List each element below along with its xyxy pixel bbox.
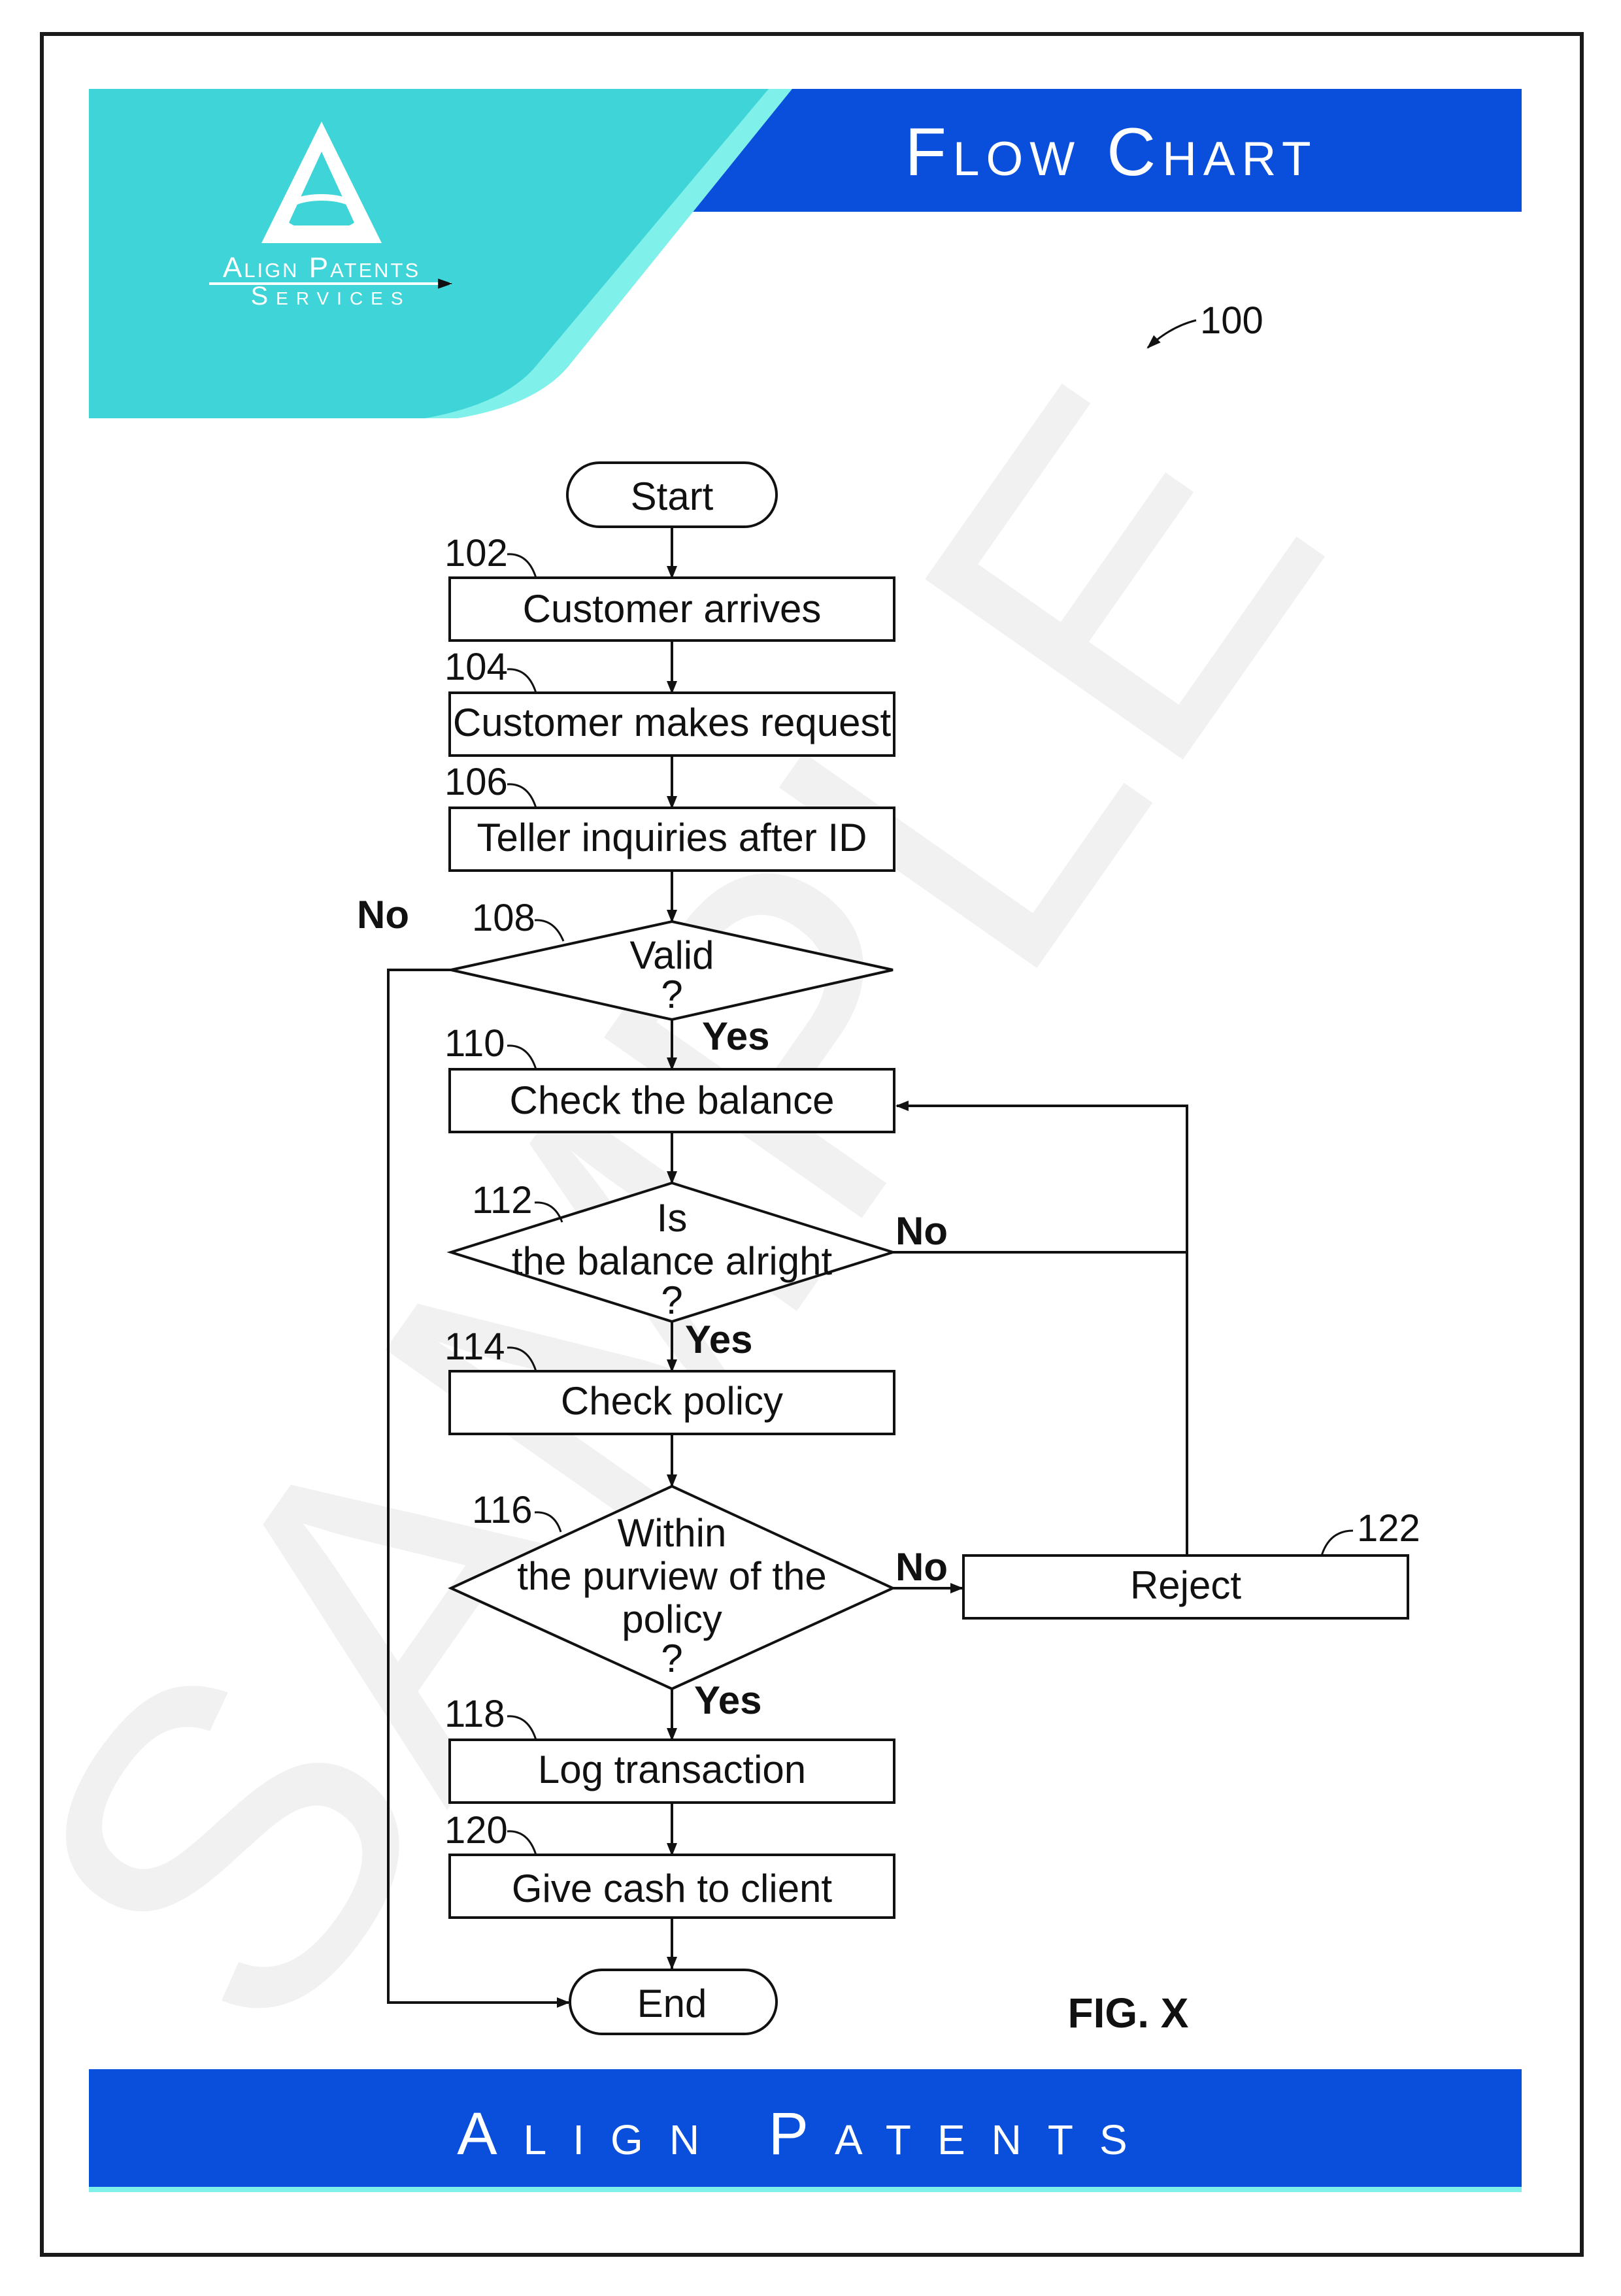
footer-teal-strip xyxy=(89,2187,1522,2192)
node-label: Log transaction xyxy=(538,1748,806,1791)
ref-label: 108 xyxy=(472,897,535,939)
process-shape xyxy=(448,576,895,642)
logo-line-2: Services xyxy=(250,282,410,310)
node-112: Is the balance alright ? 112 xyxy=(446,1179,897,1323)
ref-leader xyxy=(534,1511,562,1533)
node-118: Log transaction 118 xyxy=(444,1693,895,1804)
node-label: Customer arrives xyxy=(523,587,822,631)
ref-label: 120 xyxy=(444,1809,508,1852)
process-shape xyxy=(448,691,895,757)
node-label: End xyxy=(637,1982,707,2025)
terminal-shape xyxy=(566,461,778,528)
node-116: Within the purview of the policy ? 116 xyxy=(448,1484,896,1691)
branch-label-108-no: No xyxy=(357,893,409,937)
ref-leader xyxy=(534,1201,563,1223)
process-shape xyxy=(962,1554,1409,1620)
ref-label: 102 xyxy=(444,532,508,574)
node-label-line-2: ? xyxy=(661,973,682,1016)
flow-edges xyxy=(387,527,1188,2008)
node-114: Check policy 114 xyxy=(444,1325,895,1435)
node-104: Customer makes request 104 xyxy=(444,646,895,757)
process-shape xyxy=(448,1739,895,1804)
ref-leader xyxy=(507,668,537,693)
terminal-shape xyxy=(569,1969,778,2035)
node-label-line-2: the balance alright xyxy=(512,1239,833,1283)
process-shape xyxy=(448,1854,895,1919)
node-label-line-1: Valid xyxy=(630,933,714,977)
logo-triangle-cutout xyxy=(288,152,356,225)
branch-label-108-yes: Yes xyxy=(702,1014,769,1058)
node-106: Teller inquiries after ID 106 xyxy=(444,761,895,872)
ref-leader xyxy=(507,1830,537,1855)
ref-label: 106 xyxy=(444,761,508,803)
page-frame xyxy=(40,32,1584,2257)
ref-label: 114 xyxy=(444,1325,505,1368)
node-label: Start xyxy=(631,474,714,518)
branch-label-116-no: No xyxy=(895,1545,948,1589)
node-108: Valid ? 108 xyxy=(450,897,894,1022)
edge-112-110 xyxy=(893,1101,1188,1254)
footer-title: Align Patents xyxy=(457,2101,1153,2167)
logo-arc xyxy=(278,194,365,237)
node-label-line-3: policy xyxy=(622,1597,722,1641)
footer-banner: Align Patents xyxy=(89,2069,1522,2192)
branch-label-112-no: No xyxy=(895,1209,948,1253)
decision-shape xyxy=(448,1484,896,1691)
decision-shape xyxy=(450,920,894,1022)
node-120: Give cash to client 120 xyxy=(444,1809,895,1919)
header-title: Flow Chart xyxy=(905,114,1317,190)
ref-leader xyxy=(507,553,537,578)
ref-leader xyxy=(1320,1529,1354,1556)
node-label: Customer makes request xyxy=(453,701,892,744)
ref-leader xyxy=(507,1346,537,1372)
node-label: Reject xyxy=(1130,1563,1241,1607)
node-110: Check the balance 110 xyxy=(444,1022,895,1133)
ref-leader xyxy=(507,783,537,808)
ref-leader xyxy=(507,1044,537,1070)
ref-label: 116 xyxy=(472,1489,532,1531)
ref-label: 110 xyxy=(444,1022,505,1065)
node-label: Teller inquiries after ID xyxy=(477,816,867,859)
flow-nodes: Start Customer arrives 102 Customer make… xyxy=(357,461,1420,2035)
figure-ref-leader xyxy=(1146,319,1197,349)
ref-leader xyxy=(534,919,565,942)
figure-ref-label: 100 xyxy=(1200,299,1263,342)
company-logo: Align Patents Services xyxy=(209,122,453,310)
node-label-line-3: ? xyxy=(661,1278,682,1322)
header-teal-panel xyxy=(89,89,769,418)
node-end: End xyxy=(569,1969,778,2035)
branch-label-112-yes: Yes xyxy=(685,1318,752,1361)
decision-shape xyxy=(446,1181,897,1323)
node-label: Give cash to client xyxy=(512,1867,833,1910)
node-label-line-1: Within xyxy=(618,1511,727,1555)
figure-caption: FIG. X xyxy=(1068,1989,1189,2037)
node-label-line-1: Is xyxy=(657,1196,688,1240)
node-122: Reject 122 xyxy=(962,1507,1420,1620)
node-label-line-4: ? xyxy=(661,1637,682,1680)
process-shape xyxy=(448,807,895,872)
node-label-line-2: the purview of the xyxy=(517,1554,827,1598)
logo-line-1: Align Patents xyxy=(223,252,420,284)
branch-label-116-yes: Yes xyxy=(694,1678,761,1722)
node-label: Check the balance xyxy=(510,1078,835,1122)
edge-108-end xyxy=(387,969,570,2008)
node-102: Customer arrives 102 xyxy=(444,532,895,642)
node-label: Check policy xyxy=(561,1379,783,1423)
ref-label: 112 xyxy=(472,1179,532,1222)
process-shape xyxy=(448,1370,895,1435)
ref-label: 122 xyxy=(1357,1507,1420,1550)
footer-blue-bar xyxy=(89,2069,1522,2187)
ref-label: 104 xyxy=(444,646,508,688)
process-shape xyxy=(448,1068,895,1133)
ref-leader xyxy=(507,1715,537,1740)
node-start: Start xyxy=(566,461,778,528)
ref-label: 118 xyxy=(444,1693,505,1735)
